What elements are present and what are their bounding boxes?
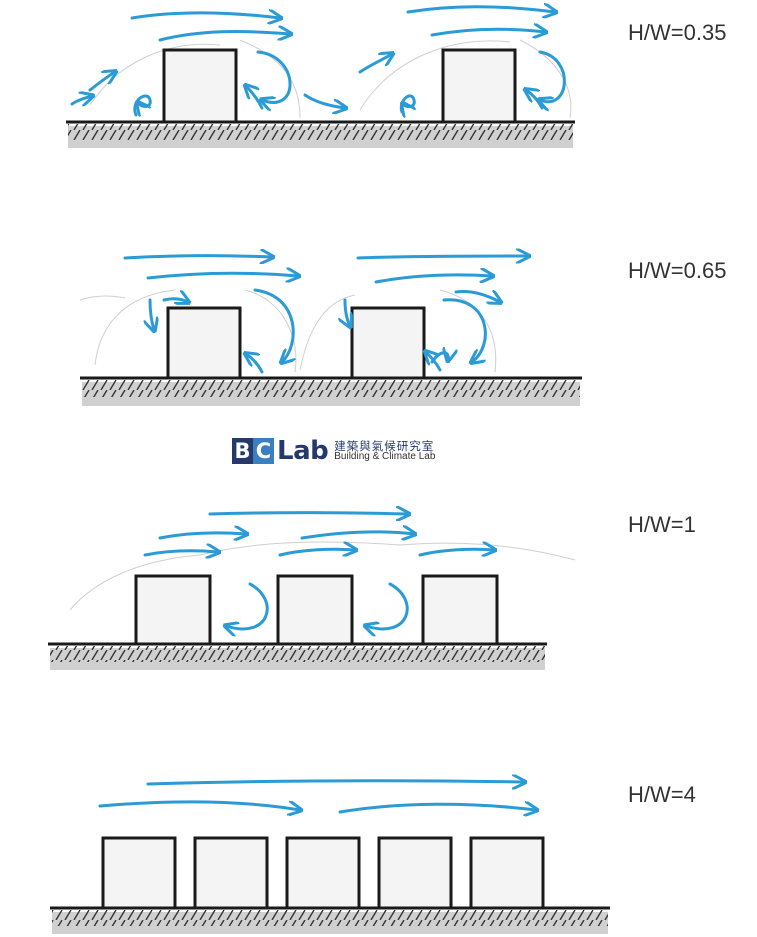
building xyxy=(421,574,499,646)
ground-hatch xyxy=(82,380,580,397)
building xyxy=(285,836,361,910)
hw-ratio-label: H/W=4 xyxy=(628,782,696,807)
airflow-arrows xyxy=(98,781,536,812)
logo-letter-b: B xyxy=(232,438,253,464)
building xyxy=(166,306,242,380)
building xyxy=(134,574,212,646)
scenario-1-diagram xyxy=(66,7,575,148)
building xyxy=(377,836,453,910)
logo-letter-c: C xyxy=(253,438,274,464)
airflow-arrows xyxy=(123,256,528,374)
scenario-3-diagram xyxy=(48,513,576,670)
building xyxy=(162,48,238,124)
ground-hatch xyxy=(52,910,608,926)
building xyxy=(350,306,426,380)
hw-ratio-label: H/W=0.65 xyxy=(628,258,727,283)
airflow-arrows xyxy=(143,513,494,629)
bclab-logo: B C Lab 建築與氣候研究室 Building & Climate Lab xyxy=(232,436,435,466)
logo-subtitle: 建築與氣候研究室 Building & Climate Lab xyxy=(334,440,435,463)
ground-hatch xyxy=(68,124,573,140)
building xyxy=(193,836,269,910)
logo-word: Lab xyxy=(277,436,329,466)
logo-mark: B C xyxy=(232,438,274,464)
airflow-arrows xyxy=(70,7,566,115)
scenario-2-diagram xyxy=(79,256,582,406)
logo-subtitle-en: Building & Climate Lab xyxy=(334,450,436,462)
background-flow-lines xyxy=(89,39,572,119)
ground-hatch xyxy=(50,646,545,662)
building xyxy=(101,836,177,910)
scenario-4-diagram xyxy=(50,781,610,934)
building xyxy=(441,48,517,124)
hw-ratio-label: H/W=0.35 xyxy=(628,20,727,45)
logo-subtitle-cn: 建築與氣候研究室 xyxy=(334,438,435,453)
hw-ratio-label: H/W=1 xyxy=(628,512,696,537)
building xyxy=(276,574,354,646)
building xyxy=(469,836,545,910)
